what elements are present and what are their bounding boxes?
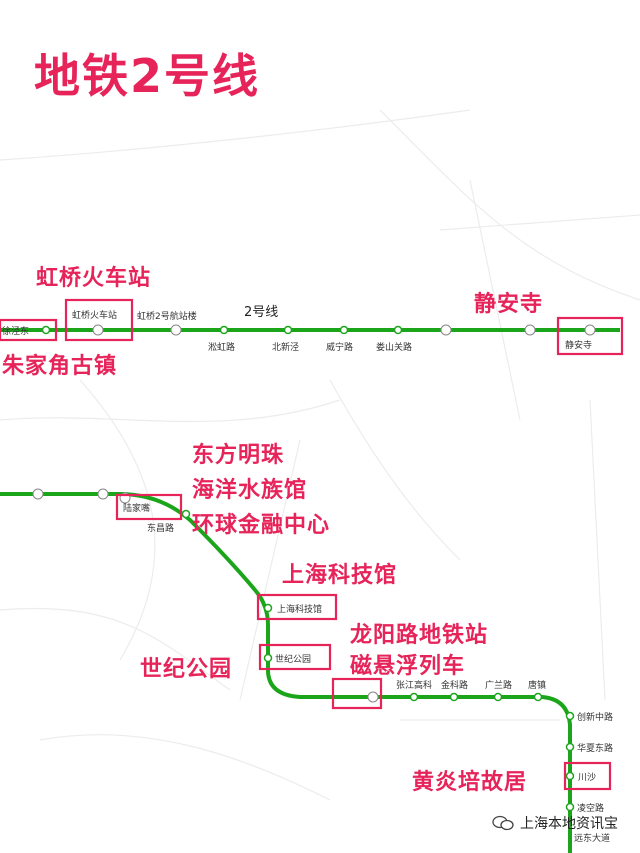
- station-label-dongchang: 东昌路: [147, 522, 174, 534]
- station-dot-guanglan: [493, 692, 503, 702]
- station-dot-jinke: [449, 692, 459, 702]
- station-label-huaxia: 华夏东路: [577, 742, 613, 754]
- station-dot-loushanguan: [393, 325, 403, 335]
- attraction-aquarium: 海洋水族馆: [192, 478, 308, 503]
- line-name-label: 2号线: [244, 305, 278, 320]
- station-label-hongqiao-station: 虹桥火车站: [72, 309, 117, 321]
- attraction-oriental-pearl: 东方明珠: [192, 443, 285, 468]
- page-title: 地铁2号线: [34, 49, 261, 103]
- interchange-icon-hongqiao-station: [92, 324, 104, 336]
- station-label-chuansha: 川沙: [578, 772, 596, 783]
- station-label-xujingdong: 徐泾东: [2, 325, 29, 337]
- station-label-lujiazui: 陆家嘴: [123, 502, 150, 514]
- station-label-beixinjing: 北新泾: [272, 341, 299, 353]
- station-label-guanglan: 广兰路: [485, 679, 512, 691]
- station-dot-beixinjing: [283, 325, 293, 335]
- attraction-huang-yanpei-residence: 黄炎培故居: [412, 770, 528, 795]
- station-dot-xujingdong: [41, 325, 51, 335]
- interchange-icon-jingan: [584, 324, 596, 336]
- station-dot-shijigongyuan: [263, 653, 273, 663]
- interchange-icon-lujiazui-west: [97, 488, 109, 500]
- station-label-chuangxin: 创新中路: [577, 711, 613, 723]
- station-label-kejiguan: 上海科技馆: [277, 603, 322, 615]
- highlight-box-jingan: [556, 316, 624, 356]
- station-dot-lingkong: [565, 802, 575, 812]
- interchange-icon-nanjing-east: [32, 488, 44, 500]
- station-label-loushanguan: 娄山关路: [376, 341, 412, 353]
- station-dot-chuansha: [565, 771, 575, 781]
- station-dot-dongchang: [181, 509, 191, 519]
- station-label-songhong: 淞虹路: [208, 341, 235, 353]
- highlight-box-xujingdong: [0, 318, 58, 342]
- station-label-lingkong: 凌空路: [577, 802, 604, 814]
- interchange-icon-west-jingan: [524, 324, 536, 336]
- background-grid: [0, 109, 640, 801]
- highlight-box-chuansha: [563, 761, 612, 791]
- station-dot-zhangjiang: [409, 692, 419, 702]
- watermark-text: 上海本地资讯宝: [520, 816, 618, 832]
- attraction-hongqiao: 虹桥火车站: [36, 266, 152, 291]
- attraction-science-museum: 上海科技馆: [282, 563, 398, 588]
- highlight-box-lujiazui: [115, 493, 183, 521]
- line-2-segment-east: [0, 492, 572, 853]
- wechat-icon: [492, 815, 514, 831]
- highlight-boxes: [0, 298, 624, 791]
- station-label-tangzhen: 唐镇: [528, 679, 546, 691]
- interchange-icon-jiangsu: [440, 324, 452, 336]
- attraction-jingan: 静安寺: [474, 292, 544, 317]
- station-dot-songhong: [219, 325, 229, 335]
- station-label-jinke: 金科路: [441, 679, 468, 691]
- station-dot-chuangxin: [565, 711, 575, 721]
- attraction-world-financial-center: 环球金融中心: [192, 513, 331, 538]
- highlight-box-kejiguan: [256, 593, 338, 621]
- station-label-hongqiao-t2: 虹桥2号航站楼: [137, 310, 197, 322]
- station-label-zhangjiang: 张江高科: [396, 679, 432, 691]
- highlight-box-longyang: [331, 677, 383, 710]
- station-label-weining: 威宁路: [326, 341, 353, 353]
- interchange-markers: [32, 324, 596, 703]
- attraction-maglev: 磁悬浮列车: [350, 654, 466, 679]
- station-dot-kejiguan: [263, 603, 273, 613]
- station-label-yuandong: 远东大道: [574, 832, 610, 844]
- station-label-jingan: 静安寺: [565, 339, 592, 351]
- station-dot-huaxia: [565, 742, 575, 752]
- watermark: 上海本地资讯宝: [492, 813, 618, 833]
- interchange-icon-longyang: [367, 691, 379, 703]
- highlight-box-shijigongyuan: [258, 643, 332, 671]
- attraction-longyang-station: 龙阳路地铁站: [350, 623, 489, 648]
- station-dot-weining: [339, 325, 349, 335]
- interchange-icon-hongqiao-t2: [170, 324, 182, 336]
- highlight-box-hongqiao: [64, 298, 134, 342]
- station-label-shijigongyuan: 世纪公园: [275, 653, 311, 665]
- attraction-zhujiajiao: 朱家角古镇: [2, 354, 118, 379]
- attraction-century-park: 世纪公园: [140, 657, 233, 682]
- station-dot-tangzhen: [533, 692, 543, 702]
- station-dots: [41, 325, 575, 812]
